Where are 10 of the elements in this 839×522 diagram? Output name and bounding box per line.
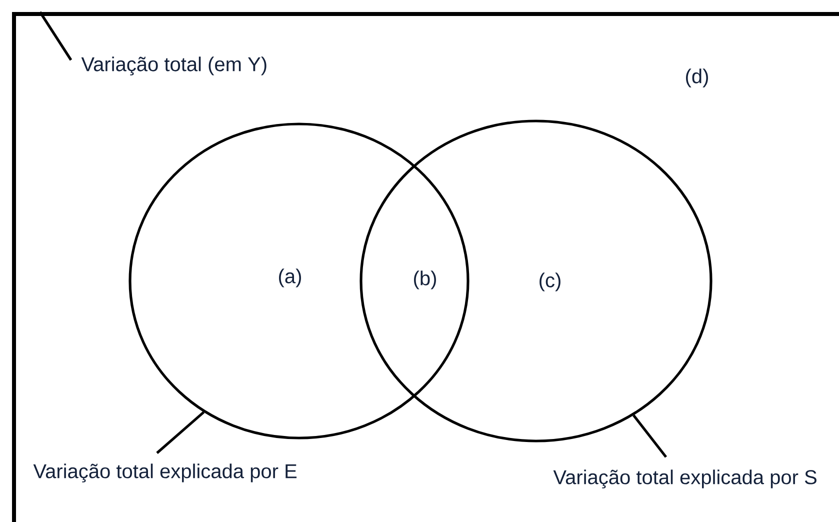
region-label: (d) <box>686 68 708 88</box>
leader-line <box>38 11 72 61</box>
leader-line <box>156 411 205 454</box>
annotation-text: Variação total explicada por S <box>553 470 816 488</box>
leader-line <box>632 414 668 458</box>
annotation-text: Variação total explicada por E <box>33 464 297 482</box>
region-label: (b) <box>414 270 436 290</box>
region-label: (a) <box>279 268 301 288</box>
annotation-text: Variação total (em Y) <box>81 56 266 76</box>
region-label: (c) <box>540 272 560 292</box>
